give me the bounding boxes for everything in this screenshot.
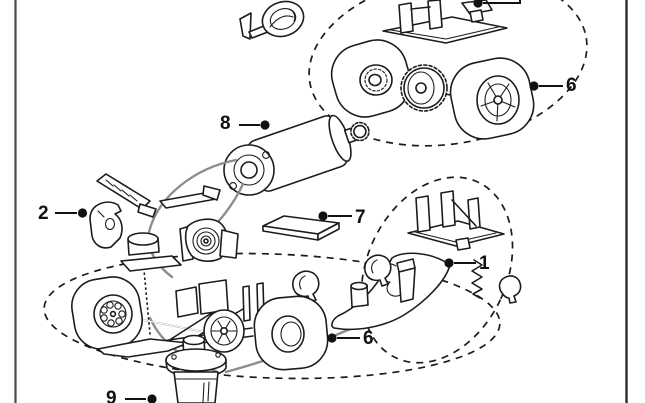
callout-label-rear-wheel: 6 — [363, 328, 374, 349]
callout-label-can-motor: 9 — [106, 388, 117, 403]
bar-weight-illustration — [262, 215, 340, 241]
page-border-lines — [14, 0, 628, 403]
can-motor-illustration — [165, 334, 227, 403]
front-pod-illustration — [179, 218, 239, 262]
callout-label-motor: 8 — [220, 113, 231, 134]
callout-label-chassis-pan-group: 1 — [479, 253, 490, 274]
motor-illustration — [223, 114, 370, 196]
rear-axle-assembly-illustration — [330, 39, 535, 140]
callout-label-front-guide-bracket: 2 — [38, 203, 49, 224]
callout-label-bar-weight: 7 — [355, 207, 366, 228]
group-outline-ellipses — [43, 0, 588, 380]
callout-label-rear-axle-set: 6 — [566, 75, 577, 96]
front-guide-bracket-illustration — [89, 201, 123, 249]
hook-eyelet-illustration — [239, 0, 305, 40]
mount-bracket-top-illustration — [382, 0, 508, 44]
callout-leaders — [55, 0, 563, 403]
mount-bracket-right-illustration — [407, 190, 505, 251]
front-suspension-arms-illustration — [96, 173, 221, 218]
front-pivot-illustration — [120, 232, 182, 335]
chassis-assembly-illustration — [71, 254, 522, 371]
